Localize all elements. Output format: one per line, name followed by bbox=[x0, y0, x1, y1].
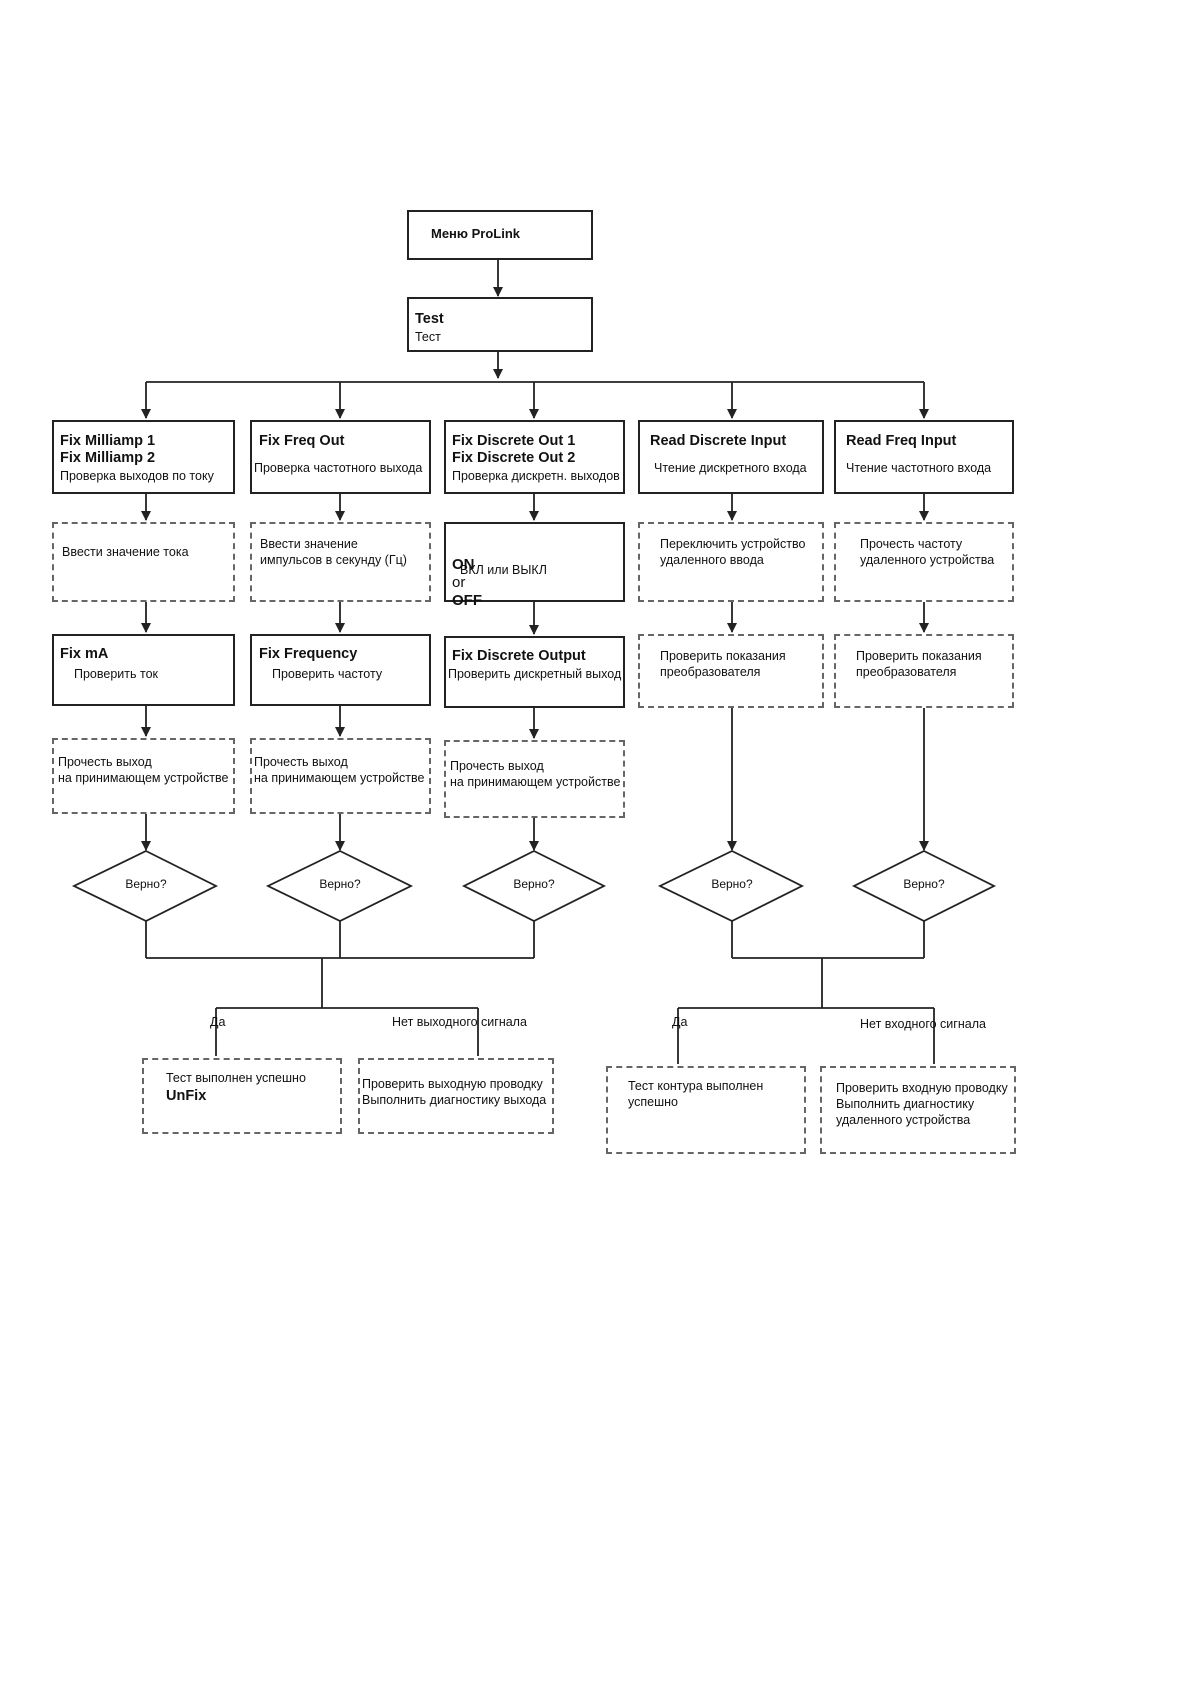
menu-prolink-title: Меню ProLink bbox=[431, 226, 521, 241]
fix-discrete-output-box: Fix Discrete Output Проверить дискретный… bbox=[444, 636, 625, 708]
enter-current-box: Ввести значение тока bbox=[52, 522, 235, 602]
read-remote-freq-text: Прочесть частоту удаленного устройства bbox=[860, 537, 995, 567]
on-off-box: ON or OFF ВКЛ или ВЫКЛ bbox=[444, 522, 625, 609]
fix-discrete-output-subtitle: Проверить дискретный выход bbox=[448, 667, 622, 681]
decision-label-4: Верно? bbox=[711, 877, 753, 891]
inputs-no-label: Нет входного сигнала bbox=[860, 1017, 986, 1031]
decision-label-1: Верно? bbox=[125, 877, 167, 891]
decision-diamond-2 bbox=[265, 849, 414, 923]
read-freq-input-title: Read Freq Input bbox=[846, 433, 957, 449]
check-transmitter-box-2: Проверить показания преобразователя bbox=[834, 634, 1014, 708]
switch-remote-box: Переключить устройство удаленного ввода bbox=[638, 522, 824, 602]
check-transmitter-text-1: Проверить показания преобразователя bbox=[660, 649, 786, 679]
inputs-success-box: Тест контура выполнен успешно bbox=[606, 1066, 806, 1154]
decision-diamond-3 bbox=[461, 849, 607, 923]
outputs-success-box: Тест выполнен успешно UnFix bbox=[142, 1058, 342, 1134]
fix-frequency-box: Fix Frequency Проверить частоту bbox=[250, 634, 431, 706]
unfix-label: UnFix bbox=[166, 1088, 207, 1104]
read-discrete-input-title: Read Discrete Input bbox=[650, 433, 787, 449]
read-output-box-3: Прочесть выход на принимающем устройстве bbox=[444, 740, 625, 818]
decision-diamond-5 bbox=[851, 849, 997, 923]
fix-freq-out-title: Fix Freq Out bbox=[259, 433, 345, 449]
fix-ma-title: Fix mA bbox=[60, 646, 109, 662]
inputs-fail-box: Проверить входную проводку Выполнить диа… bbox=[820, 1066, 1016, 1154]
or-label: or bbox=[452, 574, 466, 591]
enter-current-text: Ввести значение тока bbox=[62, 545, 189, 559]
fix-discrete-out-title: Fix Discrete Out 1 Fix Discrete Out 2 bbox=[452, 433, 576, 466]
decision-label-2: Верно? bbox=[319, 877, 361, 891]
test-box: Test Тест bbox=[407, 297, 593, 352]
fix-ma-subtitle: Проверить ток bbox=[74, 667, 158, 681]
check-transmitter-text-2: Проверить показания преобразователя bbox=[856, 649, 982, 679]
on-off-subtitle: ВКЛ или ВЫКЛ bbox=[460, 563, 547, 577]
switch-remote-text: Переключить устройство удаленного ввода bbox=[660, 537, 806, 567]
off-label: OFF bbox=[452, 592, 482, 609]
test-subtitle: Тест bbox=[415, 330, 441, 344]
on-off-line: ON or OFF bbox=[452, 538, 482, 610]
fix-freq-out-subtitle: Проверка частотного выхода bbox=[254, 461, 423, 475]
decision-diamond-4 bbox=[657, 849, 805, 923]
menu-prolink-box: Меню ProLink bbox=[407, 210, 593, 260]
read-remote-freq-box: Прочесть частоту удаленного устройства bbox=[834, 522, 1014, 602]
fix-frequency-subtitle: Проверить частоту bbox=[272, 667, 383, 681]
enter-pulses-box: Ввести значение импульсов в секунду (Гц) bbox=[250, 522, 431, 602]
outputs-yes-label: Да bbox=[210, 1015, 226, 1029]
read-output-text-1: Прочесть выход на принимающем устройстве bbox=[58, 755, 229, 785]
outputs-success-text: Тест выполнен успешно bbox=[166, 1071, 306, 1085]
inputs-yes-label: Да bbox=[672, 1015, 688, 1029]
read-output-text-3: Прочесть выход на принимающем устройстве bbox=[450, 759, 621, 789]
fix-milliamp-subtitle: Проверка выходов по току bbox=[60, 469, 214, 483]
enter-pulses-text: Ввести значение импульсов в секунду (Гц) bbox=[260, 537, 407, 567]
read-output-box-2: Прочесть выход на принимающем устройстве bbox=[250, 738, 431, 814]
read-discrete-input-box: Read Discrete Input Чтение дискретного в… bbox=[638, 420, 824, 494]
outputs-fail-text: Проверить выходную проводку Выполнить ди… bbox=[362, 1077, 547, 1107]
test-title: Test bbox=[415, 311, 444, 327]
fix-milliamp-title: Fix Milliamp 1 Fix Milliamp 2 bbox=[60, 433, 156, 466]
fix-discrete-output-title: Fix Discrete Output bbox=[452, 648, 586, 664]
read-discrete-input-subtitle: Чтение дискретного входа bbox=[654, 461, 807, 475]
decision-label-5: Верно? bbox=[903, 877, 945, 891]
decision-label-3: Верно? bbox=[513, 877, 555, 891]
read-freq-input-box: Read Freq Input Чтение частотного входа bbox=[834, 420, 1014, 494]
check-transmitter-box-1: Проверить показания преобразователя bbox=[638, 634, 824, 708]
decision-diamond-1 bbox=[71, 849, 219, 923]
outputs-no-label: Нет выходного сигнала bbox=[392, 1015, 527, 1029]
fix-discrete-out-box: Fix Discrete Out 1 Fix Discrete Out 2 Пр… bbox=[444, 420, 625, 494]
inputs-fail-text: Проверить входную проводку Выполнить диа… bbox=[836, 1081, 1008, 1127]
inputs-success-text: Тест контура выполнен успешно bbox=[628, 1079, 764, 1109]
fix-freq-out-box: Fix Freq Out Проверка частотного выхода bbox=[250, 420, 431, 494]
fix-ma-box: Fix mA Проверить ток bbox=[52, 634, 235, 706]
read-output-text-2: Прочесть выход на принимающем устройстве bbox=[254, 755, 425, 785]
on-label: ON bbox=[452, 556, 475, 573]
fix-frequency-title: Fix Frequency bbox=[259, 646, 358, 662]
fix-discrete-out-subtitle: Проверка дискретн. выходов bbox=[452, 469, 620, 483]
fix-milliamp-box: Fix Milliamp 1 Fix Milliamp 2 Проверка в… bbox=[52, 420, 235, 494]
read-freq-input-subtitle: Чтение частотного входа bbox=[846, 461, 992, 475]
read-output-box-1: Прочесть выход на принимающем устройстве bbox=[52, 738, 235, 814]
outputs-fail-box: Проверить выходную проводку Выполнить ди… bbox=[358, 1058, 554, 1134]
